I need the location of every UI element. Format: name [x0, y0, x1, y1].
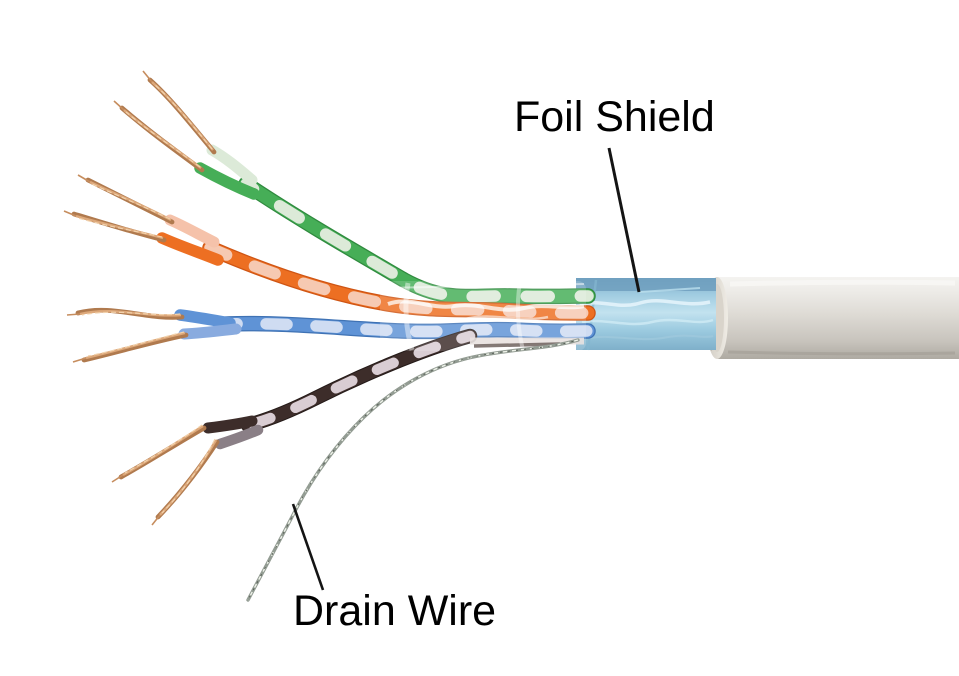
jacket-body — [706, 277, 959, 359]
foil-crinkle-highlight-1 — [579, 298, 711, 308]
brown-gray-stub — [214, 424, 264, 450]
copper-strands — [77, 174, 175, 225]
copper-strands — [142, 70, 217, 155]
blue-stub — [174, 309, 236, 329]
brown-pair — [111, 328, 478, 526]
foil-crinkle-crease — [589, 334, 714, 341]
wrap-dark-wire — [473, 342, 561, 348]
copper-strands — [66, 307, 185, 320]
blue-white-stub — [178, 323, 242, 340]
blue-pair-white-wire — [220, 317, 594, 338]
orange-stub — [156, 232, 224, 266]
wrap-shine-2 — [391, 315, 549, 322]
copper-strands — [113, 100, 205, 173]
drain-wire-leader-line — [291, 503, 325, 591]
foil-shield-label: Foil Shield — [514, 93, 715, 141]
jacket-highlight — [729, 279, 956, 287]
drain-wire — [246, 338, 580, 602]
orange-pair — [63, 174, 596, 321]
green-pair — [113, 70, 596, 305]
drain-wire-label: Drain Wire — [293, 587, 497, 635]
wrap-edge-1 — [403, 282, 415, 351]
jacket-lower-shade — [727, 350, 956, 356]
wrap-top-sheen — [381, 283, 585, 289]
wrap-edge-2 — [515, 281, 525, 351]
brown-stub — [202, 415, 258, 434]
foil-shield-leader-line — [607, 147, 641, 293]
copper-strands — [111, 424, 207, 483]
copper-strands — [151, 438, 220, 526]
foil-crinkle-highlight-2 — [581, 318, 714, 326]
orange-pair-white-wire — [204, 242, 594, 319]
outer-jacket — [705, 277, 959, 359]
clear-wrap — [380, 281, 586, 351]
brown-pair-white-wire — [242, 330, 476, 431]
wrap-shine-1 — [387, 299, 585, 312]
drain-wire-body — [246, 338, 580, 602]
foil-top-fold — [576, 278, 716, 291]
green-pair-white-wire — [240, 178, 594, 303]
copper-strands — [72, 331, 189, 363]
blue-pair — [66, 307, 596, 363]
copper-strands — [63, 210, 167, 243]
green-stub — [194, 162, 260, 200]
foil-top-sheen — [639, 287, 701, 293]
drain-wire-braid-shadow — [247, 339, 579, 601]
foil-shield — [576, 278, 716, 351]
